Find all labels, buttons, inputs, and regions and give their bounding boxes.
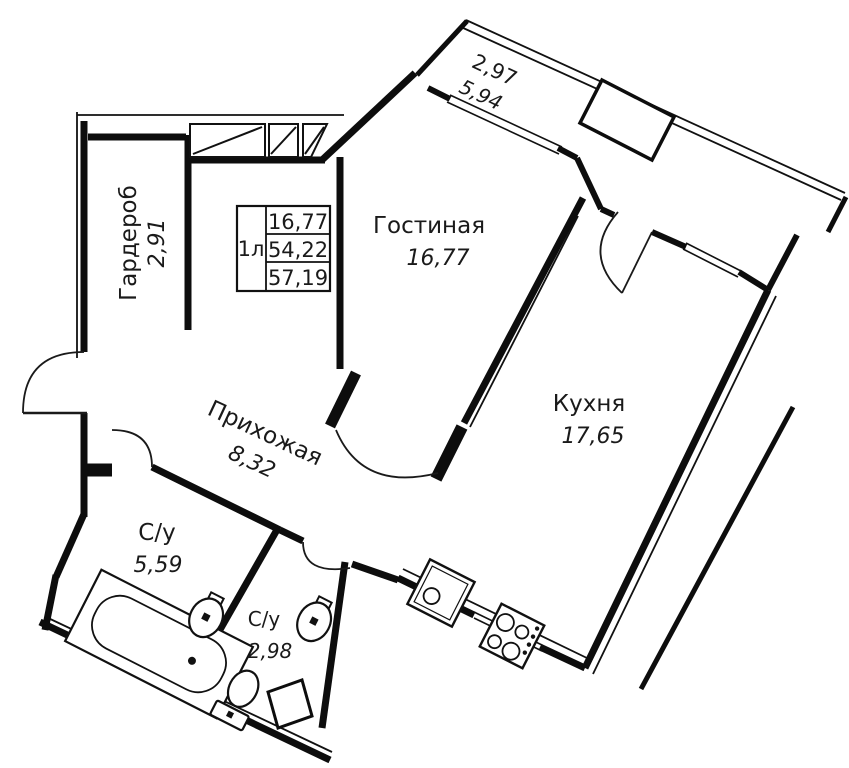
door-arc-living — [335, 429, 439, 479]
room-area-kitchen: 17,65 — [562, 424, 625, 449]
wall — [41, 574, 60, 631]
sink-drain — [201, 612, 211, 622]
wall — [765, 233, 800, 292]
bathtub-basin — [91, 594, 227, 694]
wall — [469, 215, 579, 428]
toilet-valve — [225, 710, 235, 719]
wall — [278, 526, 305, 545]
stamp-living-area: 16,77 — [268, 210, 328, 234]
window-flank-walls — [426, 85, 800, 293]
wall — [574, 156, 604, 211]
stove-knob — [526, 642, 532, 647]
wall — [737, 269, 770, 293]
stove-burner — [501, 641, 521, 661]
wall — [460, 196, 587, 425]
door-arc-entrance — [22, 351, 85, 414]
stove-knob — [522, 650, 528, 655]
wall-stubs — [87, 370, 468, 482]
wardrobe-closet-line — [270, 126, 297, 155]
wall — [592, 295, 777, 675]
stove-burner — [495, 613, 515, 632]
window-glass — [449, 94, 563, 148]
wall — [350, 560, 400, 584]
door-leaf-balcony — [621, 231, 653, 294]
door-arc-bathroom-1 — [111, 429, 153, 468]
bathtub — [63, 568, 255, 720]
window-bay — [577, 77, 677, 163]
room-area-living: 16,77 — [407, 246, 470, 271]
bathtub-drain — [187, 656, 196, 665]
wall-stub — [325, 370, 361, 429]
wall — [318, 561, 349, 729]
stove-outline — [478, 602, 546, 670]
room-label-bathroom-1: С/у — [138, 520, 175, 546]
sink-bathroom-2 — [296, 594, 334, 643]
window-glass — [682, 248, 739, 278]
kitchen-sink-drain — [422, 587, 441, 605]
area-stamp-box — [235, 204, 332, 293]
doors — [22, 211, 653, 571]
room-label-bathroom-2: С/у — [248, 607, 281, 631]
room-hall-labels: Прихожая 8,32 — [204, 396, 327, 484]
window-glass — [446, 101, 560, 155]
sink-drain — [309, 616, 319, 626]
room-label-wardrobe: Гардероб — [116, 185, 142, 301]
wardrobe-closet-line — [192, 126, 263, 155]
stamp-total-area: 57,19 — [268, 266, 328, 290]
door-arc-bathroom-2 — [302, 541, 351, 571]
window-glass — [685, 242, 742, 272]
outer-wall-segment — [638, 405, 796, 691]
room-area-bathroom-2: 2,98 — [248, 639, 293, 663]
wardrobe-closet-line — [304, 126, 325, 155]
area-stamp: 1л 16,77 54,22 57,19 — [235, 204, 332, 293]
balcony-labels: 2,97 5,94 — [456, 49, 521, 115]
wall-stub — [430, 424, 468, 482]
built-in-closets — [189, 123, 329, 158]
stove — [478, 602, 546, 670]
balcony-end-wall — [825, 195, 849, 234]
room-label-kitchen: Кухня — [553, 391, 625, 417]
room-area-bathroom-1: 5,59 — [134, 553, 183, 578]
wall — [150, 463, 282, 534]
wall — [319, 70, 418, 163]
toilet — [209, 669, 260, 732]
stove-burner — [514, 624, 530, 640]
room-label-living: Гостиная — [373, 213, 485, 239]
wall — [650, 229, 688, 250]
balcony-walls — [415, 19, 849, 691]
stove-knob — [530, 634, 536, 639]
stove-knob — [534, 626, 540, 631]
wall — [556, 145, 579, 161]
kitchen-sink-inner — [413, 565, 469, 621]
stove-burner — [487, 634, 502, 650]
sink-bathroom-1 — [188, 590, 226, 639]
wall-pier — [266, 678, 314, 730]
wall — [599, 206, 616, 218]
wall — [426, 85, 452, 102]
room-wardrobe-labels: Гардероб 2,91 — [116, 185, 170, 301]
wall — [581, 288, 772, 670]
door-arc-balcony — [599, 211, 623, 294]
bathtub-outline — [63, 568, 255, 720]
kitchen-sink — [405, 557, 477, 629]
room-area-wardrobe: 2,91 — [145, 219, 170, 268]
wall — [52, 512, 88, 579]
balcony-end-wall — [415, 19, 469, 77]
toilet-bowl — [226, 669, 260, 708]
kitchen-sink-outline — [405, 557, 477, 629]
stamp-apartment-area: 54,22 — [268, 238, 328, 262]
wall — [538, 643, 587, 672]
stamp-unit-type: 1л — [238, 237, 265, 261]
